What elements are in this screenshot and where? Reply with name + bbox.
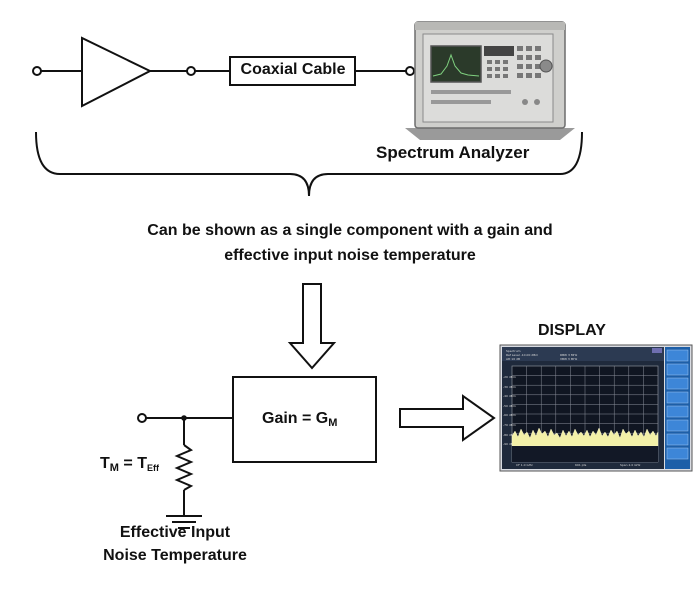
amp-output-terminal	[186, 66, 196, 76]
temp-symbol: T	[100, 455, 110, 472]
caption-line-2: effective input noise temperature	[224, 247, 476, 264]
down-arrow-icon	[287, 283, 337, 370]
input-terminal	[32, 66, 42, 76]
svg-text:CF 1.0 GHz: CF 1.0 GHz	[516, 463, 533, 467]
coaxial-cable-label: Coaxial Cable	[240, 61, 346, 78]
top-signal-chain	[32, 36, 415, 108]
gain-text: Gain = G	[262, 410, 329, 427]
gain-box	[232, 376, 377, 463]
svg-text:-40 dBm: -40 dBm	[503, 394, 516, 398]
noise-label-line-1: Effective Input	[119, 524, 231, 541]
spectrum-analyzer-label: Spectrum Analyzer	[376, 143, 530, 162]
coaxial-cable-box	[229, 56, 356, 86]
svg-text:RBW 3 MHz: RBW 3 MHz	[560, 353, 578, 357]
right-arrow-icon	[399, 394, 496, 442]
svg-text:VBW 3 MHz: VBW 3 MHz	[560, 357, 578, 361]
svg-text:691 pts: 691 pts	[575, 463, 587, 467]
display-screenshot: Spectrum Ref Level -10.00 dBm RBW 3 MHz …	[499, 344, 693, 472]
spectrum-analyzer-image	[405, 21, 575, 140]
temp-equals-text: = TEff	[118, 455, 159, 473]
svg-text:Spectrum: Spectrum	[506, 349, 521, 353]
model-input-terminal	[137, 413, 147, 423]
caption-line-1: Can be shown as a single component with …	[147, 222, 553, 239]
temp-eff-subscript: Eff	[146, 463, 159, 473]
ground-icon	[166, 515, 202, 529]
svg-text:Ref Level -10.00 dBm: Ref Level -10.00 dBm	[506, 353, 538, 357]
temperature-label: TM = TEff	[100, 455, 159, 474]
svg-text:-30 dBm: -30 dBm	[503, 385, 516, 389]
resistor-icon	[174, 444, 194, 491]
svg-text:-90 dBm: -90 dBm	[503, 442, 516, 446]
display-label: DISPLAY	[538, 322, 606, 339]
svg-text:-80 dBm: -80 dBm	[503, 433, 516, 437]
analyzer-input-terminal	[405, 66, 415, 76]
svg-text:-70 dBm: -70 dBm	[503, 423, 516, 427]
amplifier-triangle-icon	[81, 36, 153, 108]
gain-label: Gain = GM	[262, 410, 337, 429]
svg-text:-60 dBm: -60 dBm	[503, 413, 516, 417]
noise-label-line-2: Noise Temperature	[103, 547, 247, 564]
svg-text:-20 dBm: -20 dBm	[503, 375, 516, 379]
temp-equals: = T	[118, 455, 147, 472]
grouping-brace	[35, 131, 583, 197]
svg-text:Span 2.0 GHz: Span 2.0 GHz	[620, 463, 641, 467]
temp-subscript: M	[109, 462, 119, 474]
equivalent-model	[137, 376, 377, 529]
noise-floor-trace	[511, 427, 659, 447]
display-softkey-panel	[665, 347, 690, 469]
svg-text:-50 dBm: -50 dBm	[503, 404, 516, 408]
analyzer-screen	[430, 45, 482, 83]
gain-subscript: M	[328, 417, 338, 429]
svg-text:Att 10 dB: Att 10 dB	[506, 357, 520, 361]
